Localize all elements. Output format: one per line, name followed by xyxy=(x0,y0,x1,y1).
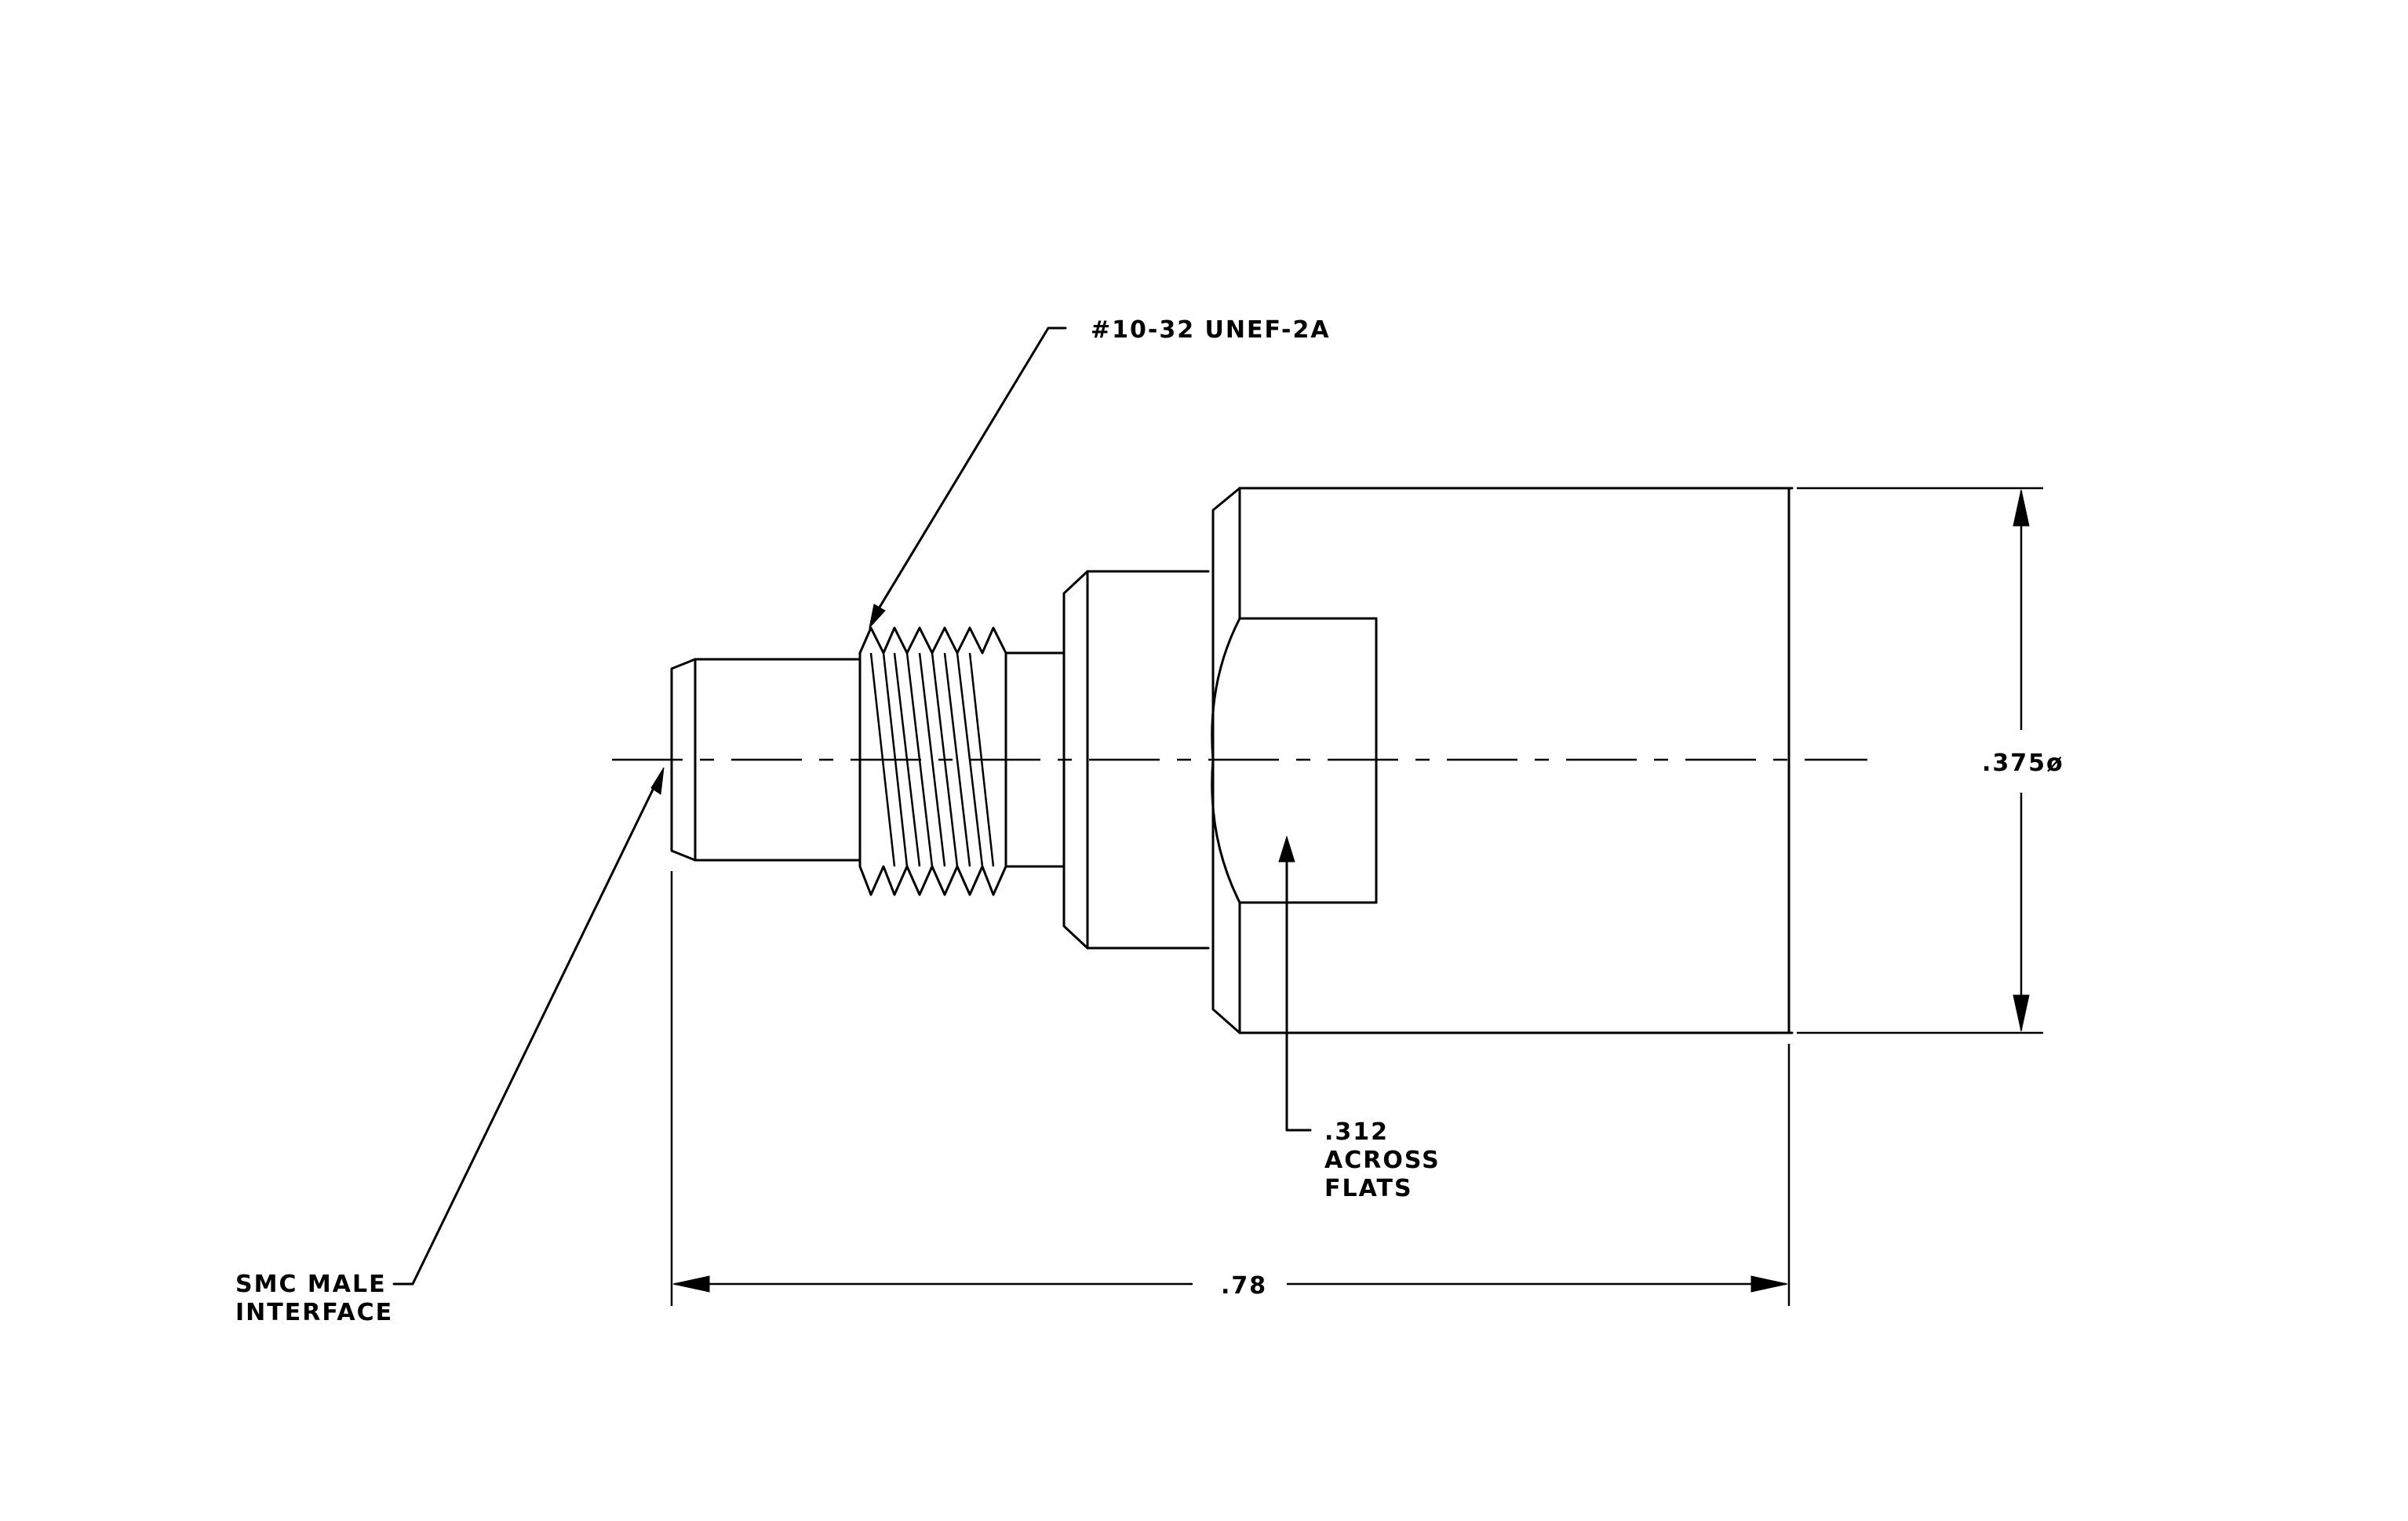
thread-spec-label: #10-32 UNEF-2A xyxy=(1091,316,1331,344)
flats-label-value: .312 xyxy=(1324,1118,1389,1146)
length-dimension xyxy=(670,871,1791,1306)
collar-section xyxy=(1062,570,1210,950)
flats-label-line2: ACROSS xyxy=(1324,1147,1441,1174)
hex-flat xyxy=(1211,617,1378,904)
flats-label-line3: FLATS xyxy=(1324,1175,1413,1202)
length-dimension-value: .78 xyxy=(1221,1272,1267,1300)
smc-interface-tip xyxy=(670,658,862,862)
flats-leader xyxy=(1278,835,1312,1132)
neck-section xyxy=(1004,651,1066,868)
main-body xyxy=(1211,487,1794,1034)
interface-label-line1: SMC MALE xyxy=(235,1271,387,1298)
diameter-dimension xyxy=(1797,487,2043,1034)
interface-leader xyxy=(392,767,665,1286)
thread-leader xyxy=(869,326,1067,629)
threaded-section xyxy=(858,626,1007,896)
diameter-dimension-value: .375ø xyxy=(1982,750,2064,777)
interface-label-line2: INTERFACE xyxy=(235,1299,393,1326)
